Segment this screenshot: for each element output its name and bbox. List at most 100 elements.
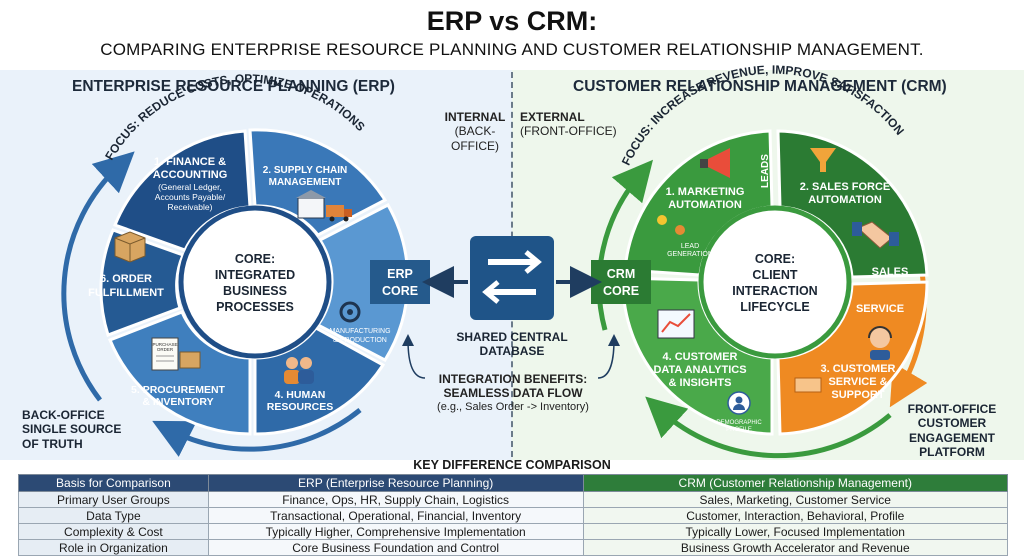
table-cell: Sales, Marketing, Customer Service [582,491,1008,508]
crm-core-circle [698,205,852,359]
crm-front-office-line1: FRONT-OFFICE [907,402,997,416]
crm-outer-arrow-top [596,159,654,331]
table-header-basis: Basis for Comparison [18,474,209,492]
erp-ring [99,128,410,436]
erp-hr-label1: 4. HUMAN [275,389,326,401]
external-label-line2: (FRONT-OFFICE) [520,124,617,139]
headset-agent-icon [868,326,892,360]
lead-icon [657,215,685,235]
erp-finance-label1: 1. FINANCE & [154,156,226,168]
crm-core-box-label2: CORE [603,284,639,298]
table-row: Role in Organization Core Business Found… [18,539,1008,556]
table-cell: Core Business Foundation and Control [207,539,584,556]
erp-core-box-label1: ERP [387,267,413,281]
crm-leads-vertical-label: LEADS [760,154,771,188]
erp-outer-arrow-left [61,151,135,402]
gear-icon [339,301,361,323]
table-cell: Transactional, Operational, Financial, I… [207,507,584,524]
crm-core-line2: CLIENT [752,268,798,282]
exchange-arrows-icon [482,250,542,304]
crm-cs-label2: SERVICE & [828,376,887,388]
funnel-icon [810,148,836,172]
integration-benefits: INTEGRATION BENEFITS: SEAMLESS DATA FLOW… [418,372,608,414]
erp-segment-supply-chain [248,128,388,237]
erp-order-label2: FULFILLMENT [88,287,164,299]
comparison-table-title: KEY DIFFERENCE COMPARISON [413,458,611,472]
erp-core-circle [178,205,332,359]
crm-core-line1: CORE: [755,252,795,266]
crm-front-office-line3: ENGAGEMENT [908,430,995,445]
page-subtitle: COMPARING ENTERPRISE RESOURCE PLANNING A… [100,40,924,59]
table-cell: Business Growth Accelerator and Revenue [582,539,1008,556]
integration-benefits-line3: (e.g., Sales Order -> Inventory) [437,400,589,413]
erp-core-line4: PROCESSES [216,300,294,314]
crm-analytics-label2: DATA ANALYTICS [653,364,746,376]
purchase-order-text1: PURCHASE [152,342,177,347]
erp-back-office-label: BACK-OFFICE SINGLE SOURCE OF TRUTH [22,408,142,451]
crm-sfa-label2: AUTOMATION [808,194,882,206]
erp-core-line1: CORE: [235,252,275,266]
integration-benefits-line1: INTEGRATION BENEFITS: [438,372,588,386]
box-icon [114,231,146,263]
erp-back-office-line2: SINGLE SOURCE [22,422,122,437]
crm-leadgen-label2: GENERATION [667,251,713,258]
profile-icon [727,391,751,415]
table-header-erp: ERP (Enterprise Resource Planning) [207,474,584,492]
analytics-chart-icon [657,309,695,339]
integration-arrow-right [597,334,620,379]
crm-analytics-label3: & INSIGHTS [669,377,732,389]
page-title: ERP vs CRM: [426,6,598,36]
crm-outer-arrow-bottom [645,396,892,459]
shared-database-box [470,236,554,320]
table-cell: Typically Higher, Comprehensive Implemen… [207,523,584,540]
erp-core-box [370,260,430,304]
table-cell: Role in Organization [18,539,209,556]
table-row: Complexity & Cost Typically Higher, Comp… [18,523,1008,540]
crm-marketing-label2: AUTOMATION [668,199,742,211]
external-label-line1: EXTERNAL [520,110,585,124]
erp-segment-procurement [108,310,252,436]
crm-demographic-label1: DEMOGRAPHIC [716,420,762,426]
crm-core-line4: LIFECYCLE [740,300,809,314]
erp-manufacturing-label2: & PRODUCTION [333,337,387,344]
erp-finance-sub2: Accounts Payable/ [155,192,226,202]
people-icon [284,357,314,384]
crm-analytics-label1: 4. CUSTOMER [663,351,738,363]
external-label: EXTERNAL (FRONT-OFFICE) [520,110,620,139]
erp-procurement-label2: & INVENTORY [142,396,213,408]
table-row: Primary User Groups Finance, Ops, HR, Su… [18,491,1008,508]
table-header-crm: CRM (Customer Relationship Management) [582,474,1008,492]
erp-procurement-label1: 5. PROCUREMENT [131,384,226,396]
ticket-icon [794,377,822,393]
shared-database-label-line1: SHARED CENTRAL [456,330,568,344]
erp-outer-arrow-bottom [152,408,362,457]
crm-segment-service [776,280,929,436]
erp-back-office-line1: BACK-OFFICE [22,408,105,422]
crm-service-label: SERVICE [856,303,904,315]
erp-hr-label2: RESOURCES [267,401,334,413]
crm-demographic-label2: PROFILE [726,427,752,433]
erp-crm-diagram: FOCUS: REDUCE COSTS, OPTIMIZE OPERATIONS… [61,63,929,459]
crm-front-office-label: FRONT-OFFICE CUSTOMER ENGAGEMENT PLATFOR… [892,402,1012,460]
crm-cs-label1: 3. CUSTOMER [821,363,896,375]
erp-core-line2: INTEGRATED [215,268,295,282]
crm-marketing-label1: 1. MARKETING [666,186,745,198]
shared-database-label: SHARED CENTRAL DATABASE [442,330,582,359]
erp-segment-manufacturing [315,203,410,362]
erp-back-office-line3: OF TRUTH [22,436,83,451]
erp-order-label1: 6. ORDER [100,273,152,285]
table-cell: Complexity & Cost [18,523,209,540]
erp-manufacturing-label1: MANUFACTURING [329,328,390,335]
table-cell: Primary User Groups [18,491,209,508]
erp-core-line3: BUSINESS [223,284,287,298]
crm-section-title: CUSTOMER RELATIONSHIP MANAGEMENT (CRM) [573,78,947,95]
table-cell: Typically Lower, Focused Implementation [582,523,1008,540]
erp-finance-label2: ACCOUNTING [153,169,228,181]
erp-section-title: ENTERPRISE RESOURCE PLANNING (ERP) [72,78,395,95]
erp-core-box-label2: CORE [382,284,418,298]
internal-label-line1: INTERNAL [444,110,506,124]
crm-front-office-line2: CUSTOMER [917,416,987,431]
handshake-icon [852,221,899,249]
internal-label-line2: (BACK-OFFICE) [451,124,499,153]
comparison-table-header-row: Basis for Comparison ERP (Enterprise Res… [18,474,1008,492]
